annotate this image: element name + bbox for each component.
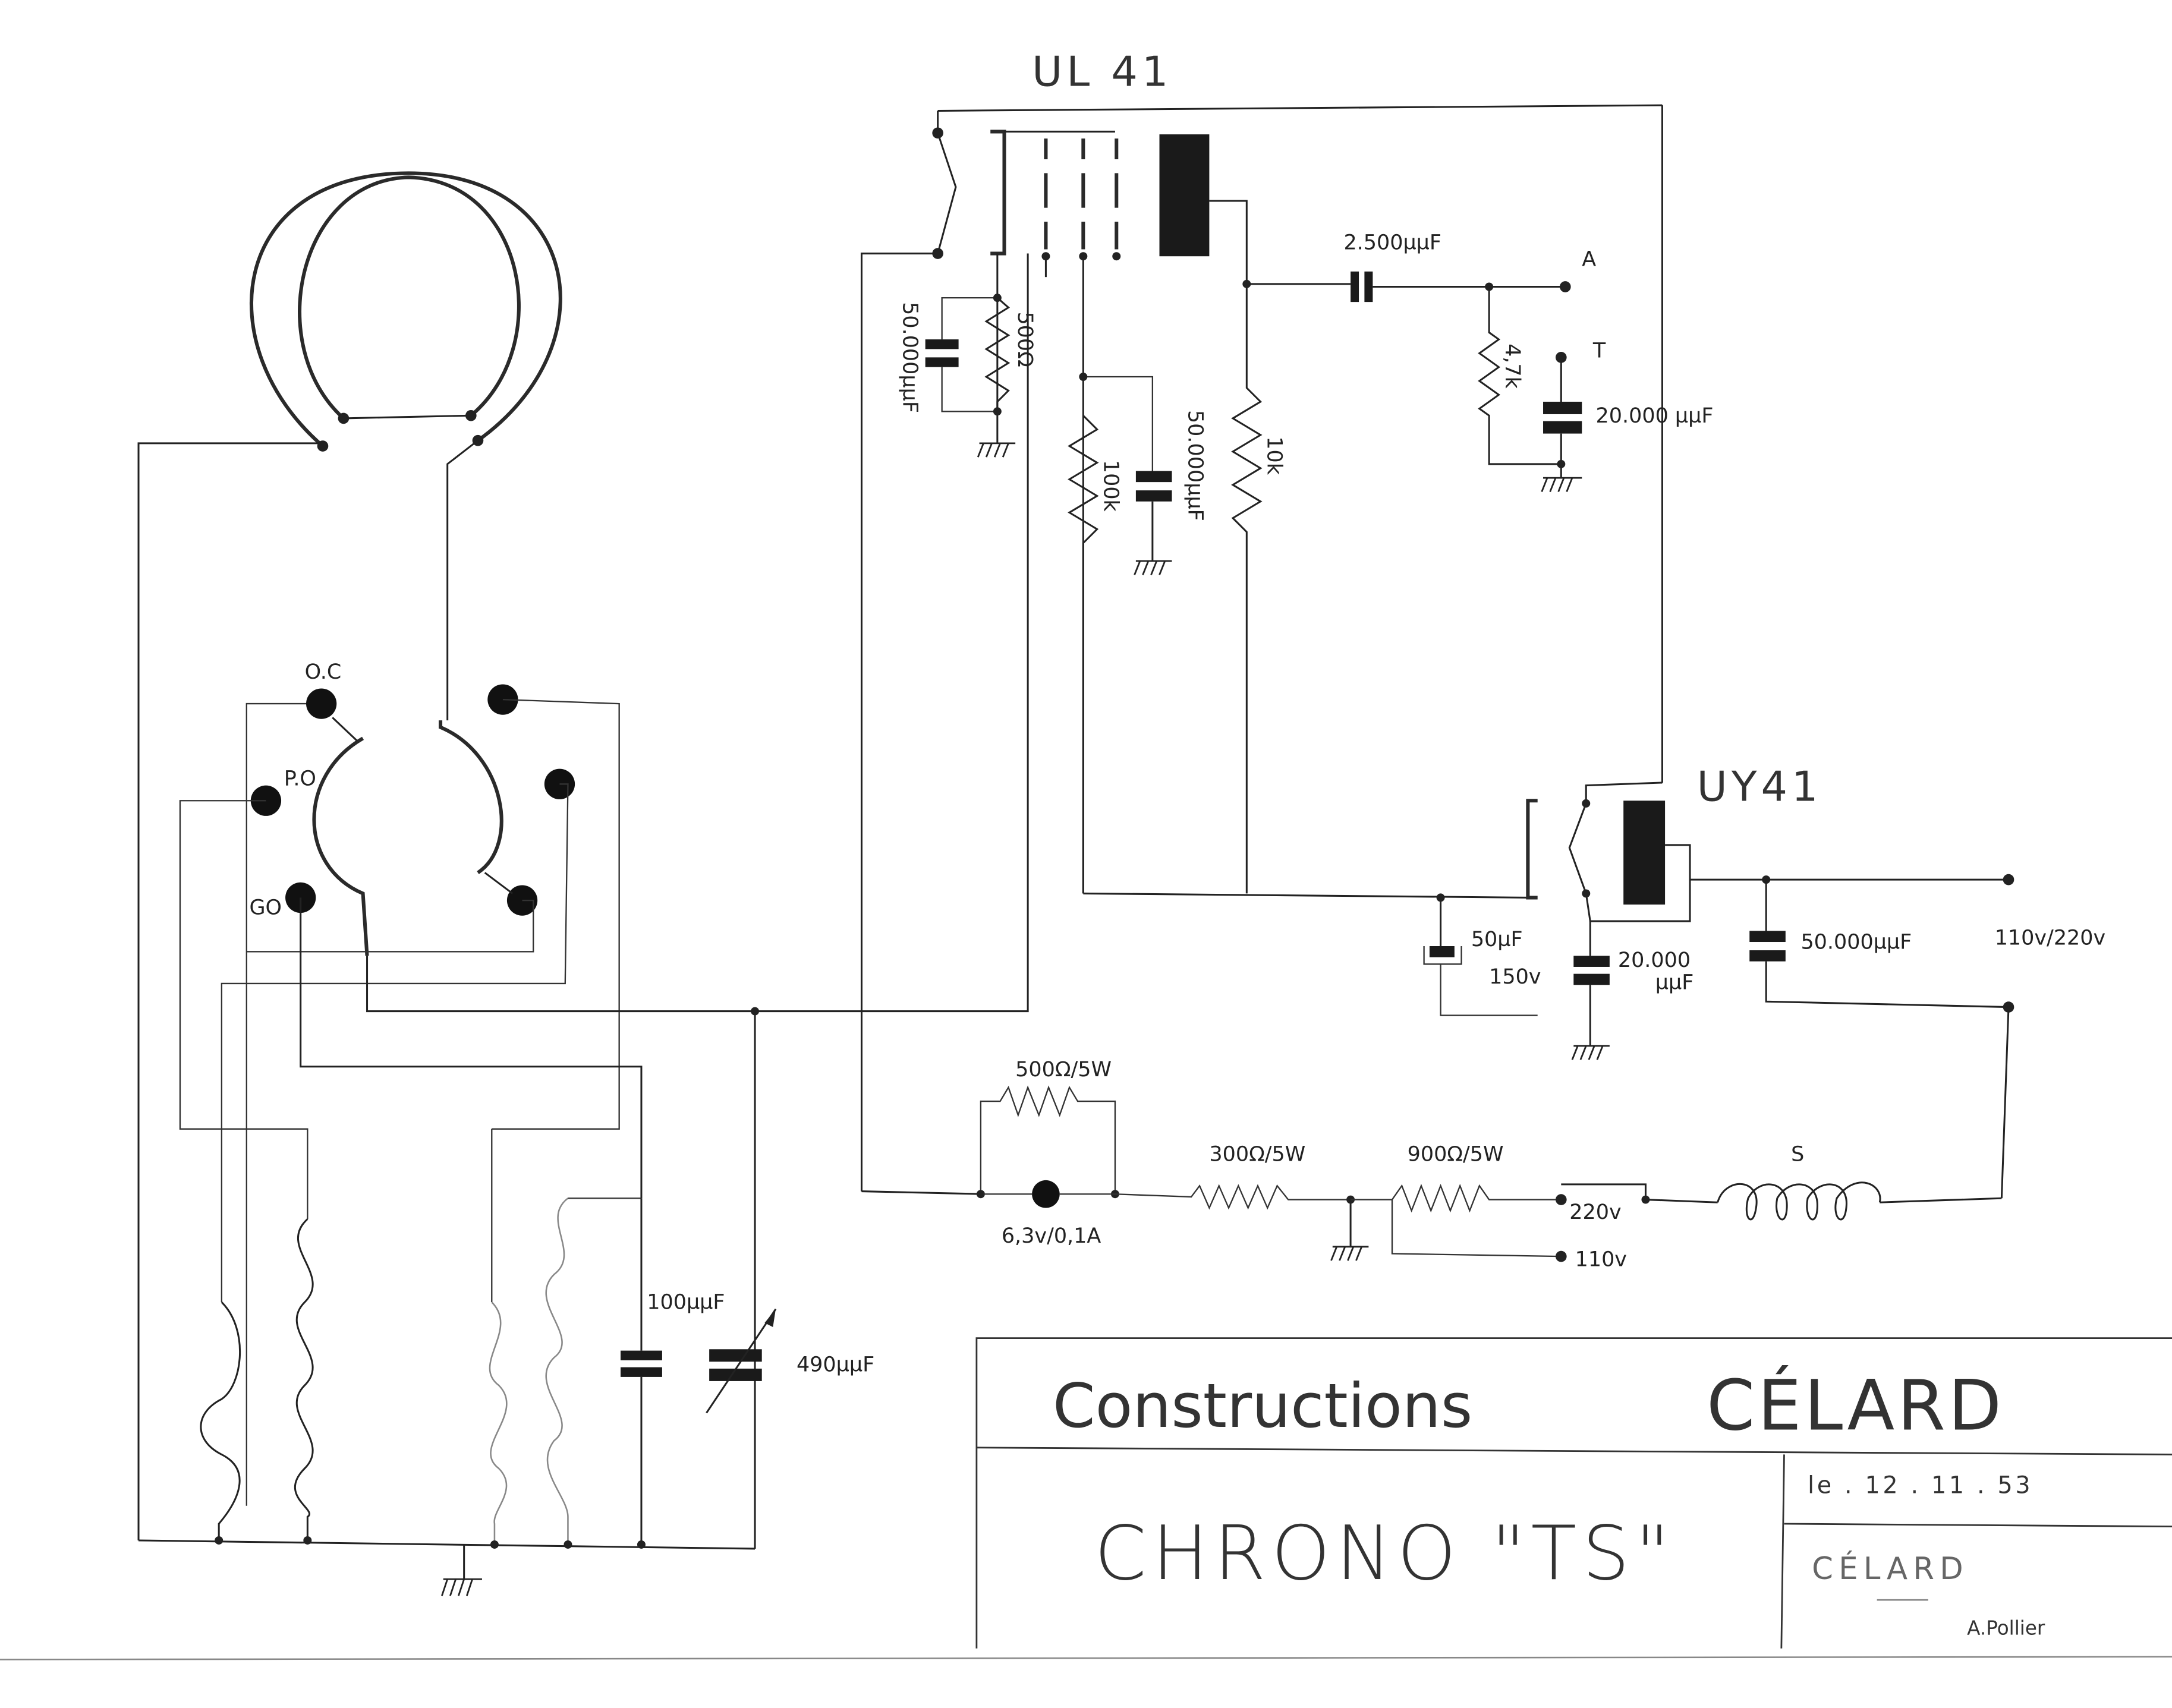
tap-110v[interactable] [1555, 1250, 1567, 1262]
label-c-trimmer: 100µµF [647, 1291, 725, 1315]
title-company-name: CÉLARD [1707, 1365, 2004, 1446]
capacitor-100pf [621, 1350, 662, 1360]
switch-label-oc: O.C [305, 660, 342, 684]
tube-uy41: UY41 50µF 150v 20.000 µµF 50.000µµF 110v… [1423, 762, 2105, 1199]
label-r-series1: 300Ω/5W [1209, 1142, 1305, 1166]
title-date: le . 12 . 11 . 53 [1808, 1472, 2033, 1499]
label-c-electrolytic: 50µF [1471, 928, 1523, 951]
coil-l3 [489, 1302, 508, 1545]
ground-symbol [441, 1578, 482, 1596]
label-r-output: 4,7k [1500, 344, 1524, 389]
label-tap-220: 220v [1569, 1200, 1621, 1224]
mains-terminal-2[interactable] [2003, 1001, 2014, 1013]
title-company-prefix: Constructions [1053, 1371, 1472, 1442]
tap-220v[interactable] [1555, 1194, 1567, 1205]
rf-coils: 100µµF 490µµF [138, 1007, 874, 1596]
capacitor-coupling [1351, 271, 1359, 302]
label-r-lamp-shunt: 500Ω/5W [1015, 1058, 1112, 1082]
plate-output: 10k A 2.500µµF 4,7k T 20.000 µµF [1231, 231, 1714, 894]
loop-antenna [137, 171, 562, 1540]
page-edge [0, 1656, 2172, 1660]
coil-l2 [294, 1218, 314, 1540]
terminal-label-a: A [1582, 248, 1596, 272]
label-c-output: 20.000 µµF [1596, 404, 1714, 428]
coil-l1 [200, 1301, 241, 1540]
label-c-rect-unit: µµF [1655, 970, 1694, 994]
label-c-rect: 20.000 [1618, 948, 1691, 972]
switch-label-po: P.O [284, 767, 316, 791]
choke-coil [1717, 1181, 1881, 1221]
tube-label-ul41: UL 41 [1032, 48, 1172, 96]
tube-ul41: UL 41 [860, 48, 1663, 1192]
tube-label-uy41: UY41 [1697, 762, 1822, 811]
label-r-screen: 100k [1098, 460, 1122, 512]
label-c-mains: 50.000µµF [1800, 931, 1912, 954]
label-r-plate: 10k [1262, 436, 1286, 475]
variable-capacitor-490pf[interactable] [709, 1349, 762, 1362]
ul41-plate [1159, 134, 1210, 257]
label-choke: S [1791, 1142, 1804, 1166]
title-author: A.Pollier [1967, 1616, 2045, 1639]
terminal-label-t: T [1592, 339, 1606, 363]
screen-network: 100k 50.000µµF [1068, 373, 1207, 894]
label-c-coupling: 2.500µµF [1343, 231, 1441, 255]
contact-oc[interactable] [306, 688, 337, 719]
pilot-lamp-icon [1032, 1180, 1060, 1208]
terminal-a[interactable] [1559, 281, 1571, 292]
label-r-cathode: 500Ω [1013, 311, 1037, 367]
title-block: Constructions CÉLARD CHRONO "TS" le . 12… [975, 1337, 2172, 1649]
label-r-series2: 900Ω/5W [1408, 1142, 1504, 1166]
wave-selector-switch: O.C P.O GO [179, 253, 1029, 1506]
label-c-electrolytic-voltage: 150v [1489, 965, 1541, 989]
cathode-network: 50.000µµF 500Ω [898, 294, 1037, 458]
label-c-cathode: 50.000µµF [898, 302, 921, 413]
uy41-cathode [1623, 801, 1666, 905]
voltage-selector-link [1561, 1183, 1647, 1200]
mains-terminal-1[interactable] [2003, 874, 2014, 885]
electrolytic-capacitor [1429, 946, 1455, 957]
title-signature: CÉLARD [1812, 1551, 1969, 1587]
label-lamp: 6,3v/0,1A [1002, 1224, 1101, 1248]
switch-label-go: GO [249, 896, 282, 919]
coil-l4 [545, 1198, 569, 1545]
label-c-variable: 490µµF [797, 1353, 874, 1377]
label-tap-110: 110v [1575, 1247, 1627, 1271]
mains-label: 110v/220v [1995, 927, 2105, 950]
title-product: CHRONO "TS" [1094, 1510, 1675, 1597]
label-c-screen: 50.000µµF [1183, 410, 1207, 521]
heater-chain: 500Ω/5W 6,3v/0,1A 300Ω/5W 900Ω/5W 220v 1… [861, 1058, 2002, 1271]
